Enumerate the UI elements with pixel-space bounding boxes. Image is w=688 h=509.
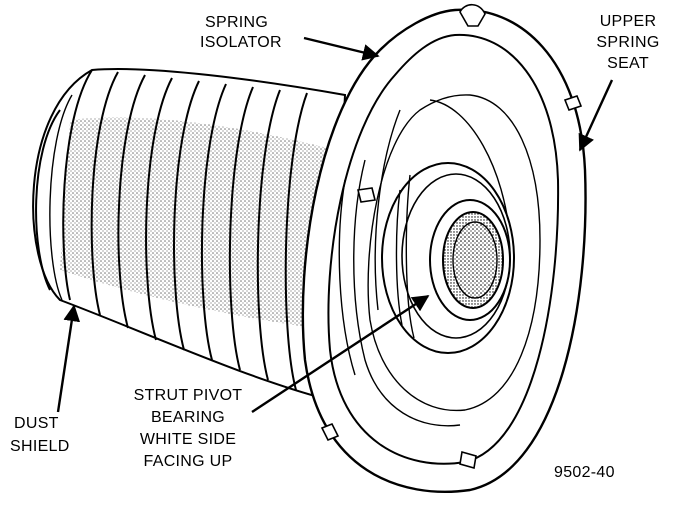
svg-text:ISOLATOR: ISOLATOR [200,34,282,51]
svg-text:UPPER: UPPER [600,13,657,30]
svg-text:DUST: DUST [14,415,59,432]
svg-text:STRUT PIVOT: STRUT PIVOT [134,387,243,404]
svg-text:SPRING: SPRING [205,14,268,31]
arrow-dust-shield [56,304,81,413]
svg-text:SHIELD: SHIELD [10,438,70,455]
svg-text:WHITE SIDE: WHITE SIDE [140,431,236,448]
arrow-strut-pivot-bearing [251,294,430,414]
figure-number: 9502-40 [554,464,615,481]
arrow-upper-spring-seat [578,79,614,152]
svg-text:SPRING: SPRING [596,34,659,51]
label-dust-shield: DUST SHIELD [10,415,70,455]
svg-text:BEARING: BEARING [151,409,225,426]
svg-text:FACING UP: FACING UP [144,453,233,470]
label-upper-spring-seat: UPPER SPRING SEAT [596,13,659,72]
svg-text:SEAT: SEAT [607,55,649,72]
label-spring-isolator: SPRING ISOLATOR [200,14,282,51]
dust-shield [32,68,347,402]
arrow-spring-isolator [303,36,380,61]
label-strut-pivot-bearing: STRUT PIVOT BEARING WHITE SIDE FACING UP [134,387,243,470]
strut-pivot-bearing [381,162,515,354]
leader-arrows [56,36,614,414]
